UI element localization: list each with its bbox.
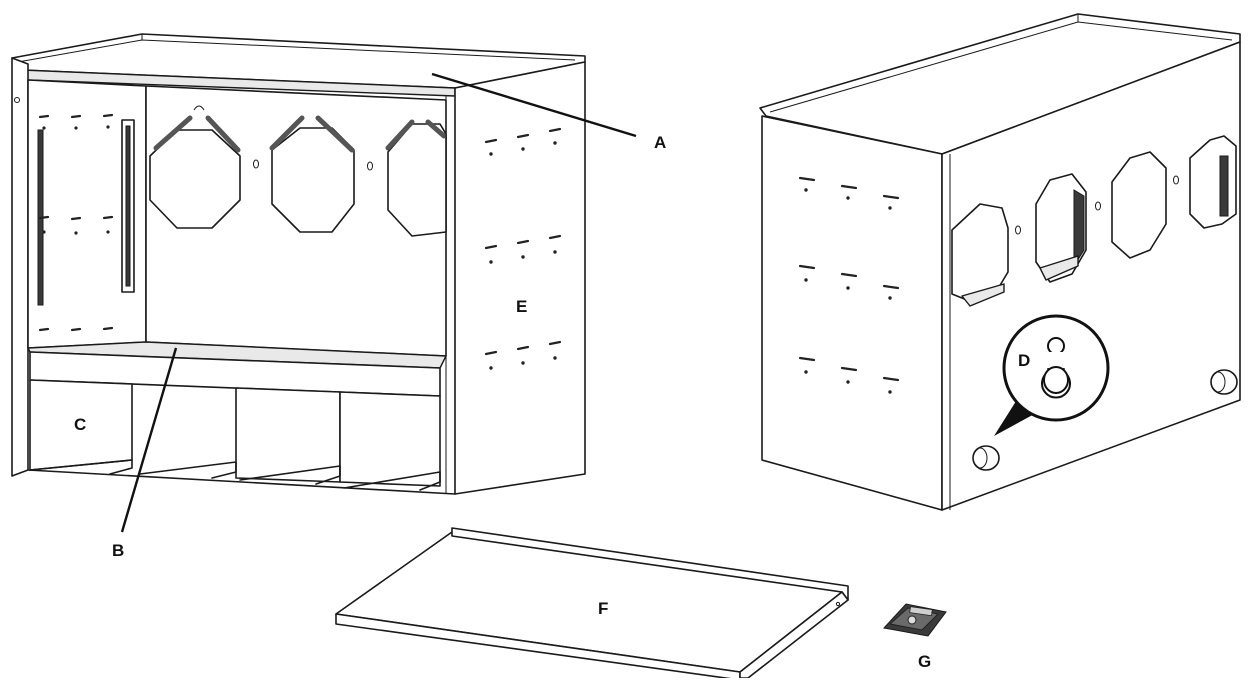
bracket-part-g <box>883 603 947 637</box>
shelf-panel-f <box>335 527 849 681</box>
back-face-openings <box>951 135 1237 307</box>
cabinet-right-wall-e <box>454 61 586 495</box>
callout-f: F <box>598 599 608 618</box>
open-cabinet <box>11 33 586 495</box>
keyhole-callout-d <box>994 314 1110 436</box>
bumper-feet <box>972 369 1238 471</box>
leader-a <box>431 72 637 138</box>
closed-cabinet-side <box>761 115 943 511</box>
callout-e: E <box>516 297 527 316</box>
callout-d: D <box>1018 351 1030 370</box>
callout-c: C <box>74 415 86 434</box>
back-octagon-openings <box>149 105 447 237</box>
callout-a: A <box>654 133 666 152</box>
back-left-slots <box>38 113 114 332</box>
right-wall-slots <box>484 127 562 370</box>
callout-g: G <box>918 652 931 671</box>
dividers-c <box>29 379 441 491</box>
cabinet-left-wall <box>11 57 29 477</box>
closed-cabinet <box>759 13 1241 511</box>
leader-b <box>120 347 178 533</box>
side-slots <box>798 176 900 394</box>
callout-b: B <box>112 541 124 560</box>
